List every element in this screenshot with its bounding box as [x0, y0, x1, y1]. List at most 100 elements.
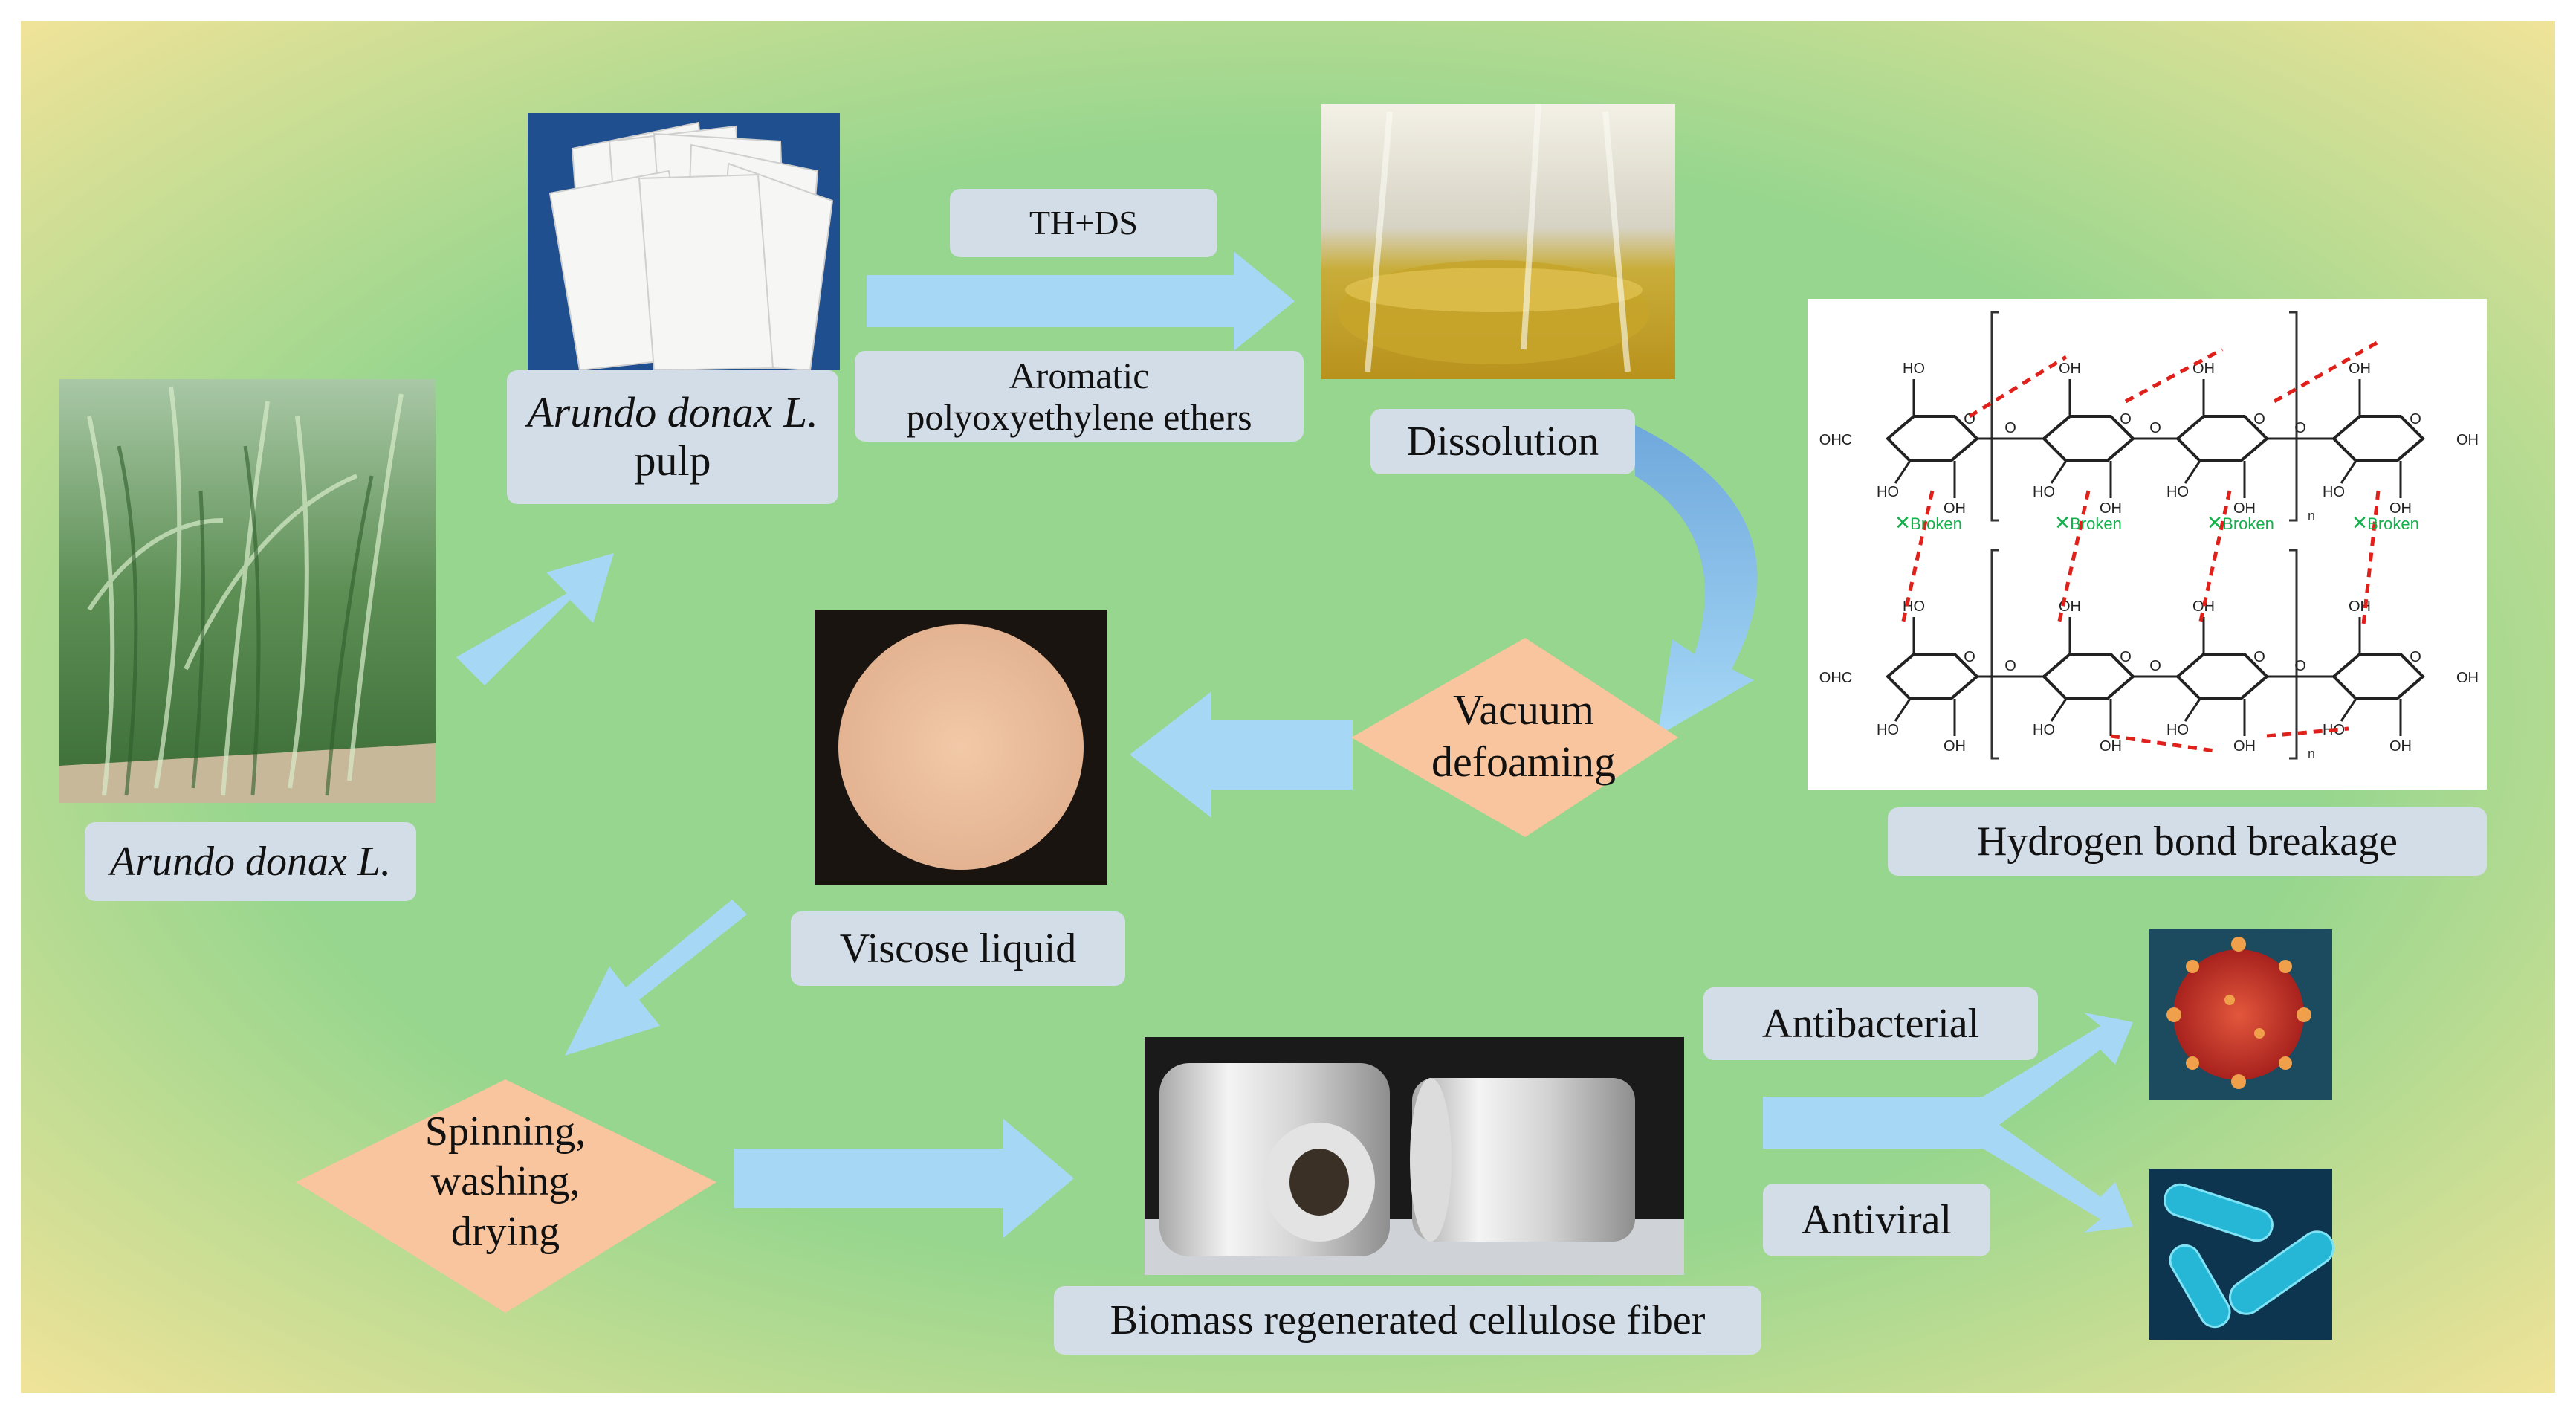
hydroxyl: OH [2233, 500, 2256, 517]
ring-oxygen: O [2410, 649, 2421, 665]
arrow-pulp-to-dissolution [867, 251, 1295, 351]
hydroxyl: HO [1877, 722, 1899, 738]
vacuum-line-2: defoaming [1431, 737, 1617, 786]
hbond-text: Hydrogen bond breakage [1976, 818, 2398, 865]
antibacterial-text: Antibacterial [1761, 1000, 1980, 1047]
hydroxyl-end: OH [2456, 432, 2479, 448]
fiber-text: Biomass regenerated cellulose fiber [1110, 1297, 1706, 1343]
antiviral-label: Antiviral [1763, 1184, 1990, 1256]
ring-oxygen: O [2120, 649, 2132, 665]
hydrogen-bond-dash [1900, 490, 1935, 625]
hydroxyl: HO [2166, 722, 2189, 738]
ring-oxygen: O [2253, 411, 2265, 427]
bridge-oxygen: O [2004, 658, 2016, 674]
ring-oxygen: O [2120, 411, 2132, 427]
fiber-spools-photo [1145, 1037, 1684, 1275]
hydroxyl: OH [2059, 361, 2081, 377]
spin-line-2: washing, [430, 1158, 580, 1205]
hydroxyl: OH [2192, 361, 2215, 377]
ring-oxygen: O [2410, 411, 2421, 427]
arrow-fiber-split [1763, 1013, 2133, 1233]
hydroxyl: OH [1944, 738, 1966, 755]
bond [2340, 698, 2357, 722]
plant-label: Arundo donax L. [85, 822, 416, 901]
bacteria-photo [2149, 1169, 2335, 1340]
aldehyde-end: OHC [1819, 670, 1852, 686]
ethers-line-2: polyoxyethylene ethers [906, 396, 1252, 438]
hydroxyl: OH [2100, 500, 2122, 517]
hydroxyl: OH [2192, 598, 2215, 615]
hydroxyl: OH [2233, 738, 2256, 755]
arrow-viscose-to-spinning [565, 900, 747, 1056]
pulp-word: pulp [634, 436, 711, 485]
hydroxyl: OH [2389, 738, 2412, 755]
bracket-right [2289, 311, 2298, 522]
bond [2184, 460, 2201, 484]
flow-arrows [456, 251, 2133, 1238]
solvent-text: TH+DS [1029, 204, 1139, 242]
spinning-diamond [296, 1079, 716, 1313]
bond [2340, 460, 2357, 484]
hydroxyl: HO [2033, 722, 2055, 738]
viscose-liquid-photo [815, 610, 1107, 885]
hbond-label: Hydrogen bond breakage [1888, 807, 2487, 876]
bridge-oxygen: O [2149, 420, 2161, 436]
broken-mark: ✕ [2054, 511, 2071, 534]
bridge-oxygen: O [2294, 420, 2306, 436]
bracket-left [1990, 549, 1999, 760]
hydroxyl: HO [2166, 484, 2189, 500]
viscose-text: Viscose liquid [839, 925, 1077, 972]
bond [2184, 698, 2201, 722]
repeat-n: n [2308, 746, 2315, 761]
aldehyde-end: OHC [1819, 432, 1852, 448]
arundo-plant-photo [59, 379, 436, 803]
plant-name: Arundo donax L. [110, 838, 391, 885]
broken-label: Broken [1910, 514, 1962, 533]
virus-photo [2149, 929, 2332, 1100]
viscose-label: Viscose liquid [791, 911, 1125, 986]
hydroxyl: HO [2033, 484, 2055, 500]
broken-label: Broken [2367, 514, 2419, 533]
bridge-oxygen: O [2004, 420, 2016, 436]
hydroxyl-end: OH [2456, 670, 2479, 686]
dissolution-label: Dissolution [1370, 409, 1635, 474]
pulp-label: Arundo donax L. pulp [507, 370, 838, 504]
broken-mark: ✕ [1894, 511, 1911, 534]
spin-line-3: drying [450, 1208, 560, 1255]
ethers-line-1: Aromatic [1009, 355, 1150, 396]
hydrogen-bond-dash [2266, 726, 2349, 738]
vacuum-defoaming-diamond [1351, 638, 1678, 837]
antiviral-text: Antiviral [1801, 1196, 1952, 1243]
bond [1894, 698, 1912, 722]
hydrogen-bond-dash [2198, 490, 2232, 625]
bracket-left [1990, 311, 1999, 522]
broken-mark: ✕ [2207, 511, 2223, 534]
ring-oxygen: O [2253, 649, 2265, 665]
broken-label: Broken [2222, 514, 2274, 533]
spinning-text: Spinning, washing, drying [372, 1093, 639, 1271]
vacuum-defoaming-text: Vacuum defoaming [1397, 669, 1650, 803]
arrow-vacuum-to-viscose [1130, 691, 1353, 818]
arrow-dissolution-to-vacuum [1635, 425, 1758, 736]
spool-right [1410, 1078, 1635, 1242]
ethers-label: Aromatic polyoxyethylene ethers [855, 351, 1304, 442]
hydroxyl: HO [1903, 361, 1925, 377]
bond [1894, 460, 1912, 484]
hydrogen-bond-dash [2110, 734, 2216, 753]
hydrogen-bond-dash [2273, 340, 2380, 404]
dissolution-flask-photo [1321, 103, 1675, 379]
antibacterial-label: Antibacterial [1703, 987, 2038, 1060]
bracket-right [2289, 549, 2298, 760]
broken-mark: ✕ [2352, 511, 2368, 534]
bridge-oxygen: O [2294, 658, 2306, 674]
arrow-plant-to-pulp [456, 553, 614, 685]
hydroxyl: OH [2349, 361, 2371, 377]
pulp-sheets-photo [528, 113, 840, 372]
repeat-n: n [2308, 509, 2315, 523]
dissolution-text: Dissolution [1406, 418, 1599, 465]
bridge-oxygen: O [2149, 658, 2161, 674]
arrow-spinning-to-fiber [734, 1119, 1074, 1238]
spool-left [1159, 1063, 1390, 1256]
